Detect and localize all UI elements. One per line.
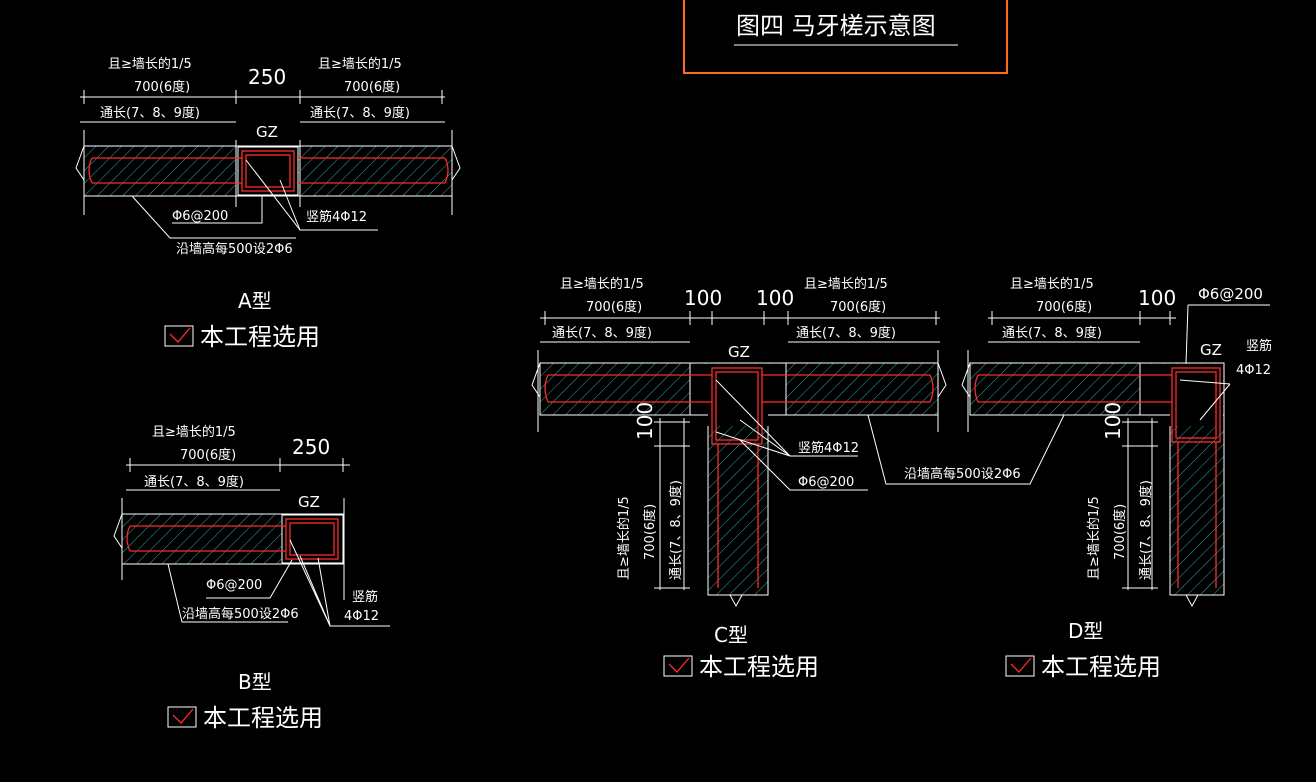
detail-d: 且≥墙长的1/5 700(6度) 通长(7、8、9度) 100 Φ6@200 G… bbox=[961, 276, 1272, 681]
detail-b: 且≥墙长的1/5 700(6度) 通长(7、8、9度) 250 GZ Φ6@20… bbox=[113, 424, 390, 732]
c-left-len-700: 700(6度) bbox=[586, 299, 642, 315]
a-left-min-fifth: 且≥墙长的1/5 bbox=[108, 56, 192, 72]
c-gz-label: GZ bbox=[728, 343, 750, 361]
a-right-len-700: 700(6度) bbox=[344, 79, 400, 95]
a-tie-bars: 沿墙高每500设2Φ6 bbox=[176, 241, 293, 257]
a-right-min-fifth: 且≥墙长的1/5 bbox=[318, 56, 402, 72]
a-gz-label: GZ bbox=[256, 123, 278, 141]
d-selected-text: 本工程选用 bbox=[1041, 653, 1161, 681]
c-left-through: 通长(7、8、9度) bbox=[552, 325, 652, 341]
b-gz-label: GZ bbox=[298, 493, 320, 511]
c-vert-min-fifth: 且≥墙长的1/5 bbox=[616, 496, 632, 580]
c-left-min-fifth: 且≥墙长的1/5 bbox=[560, 276, 644, 292]
d-type-label: D型 bbox=[1068, 619, 1103, 643]
c-right-min-fifth: 且≥墙长的1/5 bbox=[804, 276, 888, 292]
d-select-checkbox[interactable] bbox=[1005, 655, 1035, 677]
c-select-checkbox[interactable] bbox=[663, 655, 693, 677]
b-type-label: B型 bbox=[238, 670, 272, 694]
a-left-len-700: 700(6度) bbox=[134, 79, 190, 95]
d-gz-label: GZ bbox=[1200, 341, 1222, 359]
c-right-100: 100 bbox=[756, 286, 794, 310]
b-select-checkbox[interactable] bbox=[167, 706, 197, 728]
a-selected-text: 本工程选用 bbox=[200, 323, 320, 351]
drawing-title: 图四 马牙槎示意图 bbox=[736, 12, 936, 40]
c-left-100: 100 bbox=[684, 286, 722, 310]
c-stirrup: Φ6@200 bbox=[798, 475, 854, 490]
a-right-through: 通长(7、8、9度) bbox=[310, 105, 410, 121]
d-vert-label: 竖筋 bbox=[1246, 338, 1272, 354]
c-right-len-700: 700(6度) bbox=[830, 299, 886, 315]
c-vert-100: 100 bbox=[633, 402, 657, 440]
c-tie-bars: 沿墙高每500设2Φ6 bbox=[904, 466, 1021, 482]
c-type-label: C型 bbox=[714, 623, 748, 647]
b-vert-qty: 4Φ12 bbox=[344, 609, 379, 624]
a-select-checkbox[interactable] bbox=[164, 325, 194, 347]
a-col-width: 250 bbox=[248, 65, 286, 89]
d-vert-qty: 4Φ12 bbox=[1236, 363, 1271, 378]
c-right-through: 通长(7、8、9度) bbox=[796, 325, 896, 341]
detail-a: 且≥墙长的1/5 700(6度) 通长(7、8、9度) 且≥墙长的1/5 700… bbox=[75, 56, 461, 351]
b-through: 通长(7、8、9度) bbox=[144, 474, 244, 490]
c-vert-bars: 竖筋4Φ12 bbox=[798, 440, 859, 456]
d-col-100: 100 bbox=[1138, 286, 1176, 310]
b-stirrup: Φ6@200 bbox=[206, 578, 262, 593]
d-len-700: 700(6度) bbox=[1036, 299, 1092, 315]
b-min-fifth: 且≥墙长的1/5 bbox=[152, 424, 236, 440]
a-vert-bars: 竖筋4Φ12 bbox=[306, 209, 367, 225]
d-vert-100: 100 bbox=[1101, 402, 1125, 440]
detail-c: 且≥墙长的1/5 700(6度) 通长(7、8、9度) 且≥墙长的1/5 700… bbox=[531, 276, 1065, 681]
a-stirrup: Φ6@200 bbox=[172, 209, 228, 224]
a-type-label: A型 bbox=[238, 289, 272, 313]
d-vert-min-fifth: 且≥墙长的1/5 bbox=[1086, 496, 1102, 580]
c-vert-len-700: 700(6度) bbox=[642, 504, 658, 560]
d-through: 通长(7、8、9度) bbox=[1002, 325, 1102, 341]
d-stirrup: Φ6@200 bbox=[1198, 285, 1263, 303]
b-len-700: 700(6度) bbox=[180, 447, 236, 463]
b-tie-bars: 沿墙高每500设2Φ6 bbox=[182, 606, 299, 622]
a-left-through: 通长(7、8、9度) bbox=[100, 105, 200, 121]
d-vert-len-700: 700(6度) bbox=[1112, 504, 1128, 560]
b-vert-label: 竖筋 bbox=[352, 589, 378, 605]
d-min-fifth: 且≥墙长的1/5 bbox=[1010, 276, 1094, 292]
c-vert-through: 通长(7、8、9度) bbox=[668, 480, 684, 580]
d-vert-through: 通长(7、8、9度) bbox=[1138, 480, 1154, 580]
b-selected-text: 本工程选用 bbox=[203, 704, 323, 732]
b-col-width: 250 bbox=[292, 435, 330, 459]
c-selected-text: 本工程选用 bbox=[699, 653, 819, 681]
title-block: 图四 马牙槎示意图 bbox=[683, 0, 1008, 74]
